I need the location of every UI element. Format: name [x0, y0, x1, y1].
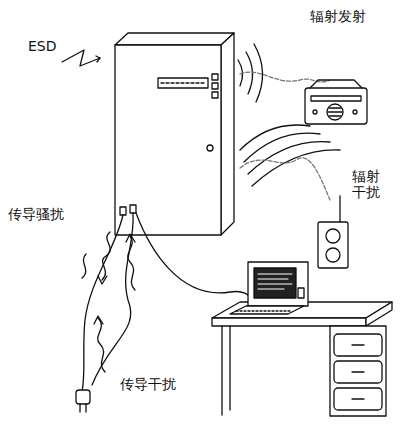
conducted-interference-label: 传导干扰 [120, 376, 176, 392]
esd-label: ESD [28, 38, 57, 54]
radio-receiver [305, 80, 367, 124]
computer-desk [212, 262, 392, 416]
conducted-emission-label: 传导骚扰 [8, 206, 64, 222]
esd-spark-tip [96, 56, 100, 62]
power-cables [82, 213, 262, 392]
handheld-radio [318, 196, 348, 268]
radiated-interference-label: 辐射干扰 [352, 168, 381, 200]
interference-arrows [82, 232, 135, 372]
esd-spark [62, 50, 100, 66]
power-plug [76, 390, 90, 412]
radiated-emission-label: 辐射发射 [310, 8, 366, 24]
equipment-cabinet [115, 33, 234, 235]
